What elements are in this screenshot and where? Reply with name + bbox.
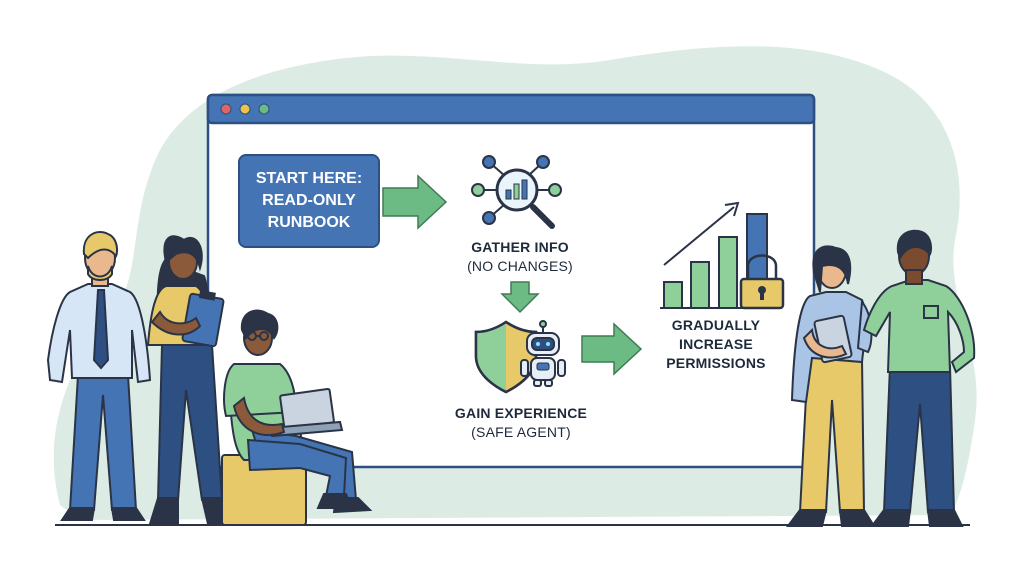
gain-label: GAIN EXPERIENCE (SAFE AGENT) xyxy=(428,404,614,442)
gather-title: GATHER INFO xyxy=(471,239,569,255)
start-line-1: START HERE: xyxy=(255,170,363,187)
person-seated-laptop xyxy=(221,309,373,526)
person-woman-tablet xyxy=(786,245,876,527)
increase-line-3: PERMISSIONS xyxy=(666,355,766,371)
arrow-right-2 xyxy=(581,322,643,376)
start-here-box: START HERE: READ-ONLY RUNBOOK xyxy=(238,154,380,248)
start-line-2: READ-ONLY xyxy=(262,192,356,209)
magnifier-network-icon xyxy=(471,155,562,229)
gather-label: GATHER INFO (NO CHANGES) xyxy=(440,238,600,276)
window-dot-red xyxy=(220,103,232,115)
person-man-tie xyxy=(46,231,152,521)
gather-subtitle: (NO CHANGES) xyxy=(467,258,573,274)
arrow-right-1 xyxy=(382,174,448,230)
start-line-3: RUNBOOK xyxy=(267,214,351,231)
person-man-green xyxy=(862,229,976,527)
increase-line-2: INCREASE xyxy=(679,336,753,352)
window-dot-yellow xyxy=(239,103,251,115)
robot-icon xyxy=(520,320,566,387)
arrow-down xyxy=(500,281,540,314)
increase-line-1: GRADUALLY xyxy=(671,317,761,333)
gain-subtitle: (SAFE AGENT) xyxy=(471,424,571,440)
padlock-icon xyxy=(739,254,785,310)
gain-title: GAIN EXPERIENCE xyxy=(454,405,588,421)
increase-label: GRADUALLY INCREASE PERMISSIONS xyxy=(636,316,796,373)
window-dot-green xyxy=(258,103,270,115)
